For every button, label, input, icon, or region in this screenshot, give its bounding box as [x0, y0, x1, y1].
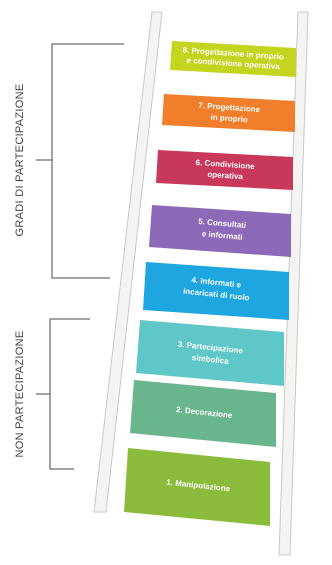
rung-1: 1. Manipolazione: [124, 448, 270, 526]
rung-5-line1: 5. Consultati: [198, 217, 247, 230]
rung-2: 2. Decorazione: [130, 380, 276, 447]
rung-7: 7. Progettazione in proprio: [162, 94, 295, 132]
rung-6-board: [156, 150, 293, 190]
rung-3: 3. Partecipazione simbolica: [136, 320, 284, 386]
rung-6-line1: 6. Condivisione: [195, 158, 255, 171]
bracket-gradi: [36, 43, 124, 279]
rung-5-board: [149, 205, 291, 257]
rung-8: 8. Progettazione in proprio e condivisio…: [170, 41, 296, 77]
rung-6: 6. Condivisione operativa: [156, 150, 293, 190]
rung-5-line2: e informati: [201, 229, 243, 242]
rung-7-line2: in proprio: [210, 113, 248, 125]
rung-2-board: [130, 380, 276, 447]
rung-1-board: [124, 448, 270, 526]
rung-5: 5. Consultati e informati: [149, 205, 291, 257]
rung-3-board: [136, 320, 284, 386]
rung-4: 4. Informati e incaricati di ruolo: [143, 262, 289, 320]
bracket-non-partecipazione: [36, 318, 90, 470]
rung-6-line2: operativa: [207, 170, 244, 181]
ladder-right-rail: [278, 11, 309, 556]
rung-8-board: [170, 41, 296, 77]
rung-7-line1: 7. Progettazione: [198, 101, 261, 114]
rung-7-board: [162, 94, 295, 132]
rung-4-board: [143, 262, 289, 320]
label-gradi-di-partecipazione: GRADI DI PARTECIPAZIONE: [14, 84, 26, 237]
ladder-left-rail: [93, 11, 163, 513]
rung-3-line2: simbolica: [191, 353, 229, 366]
label-non-partecipazione: NON PARTECIPAZIONE: [14, 330, 26, 457]
